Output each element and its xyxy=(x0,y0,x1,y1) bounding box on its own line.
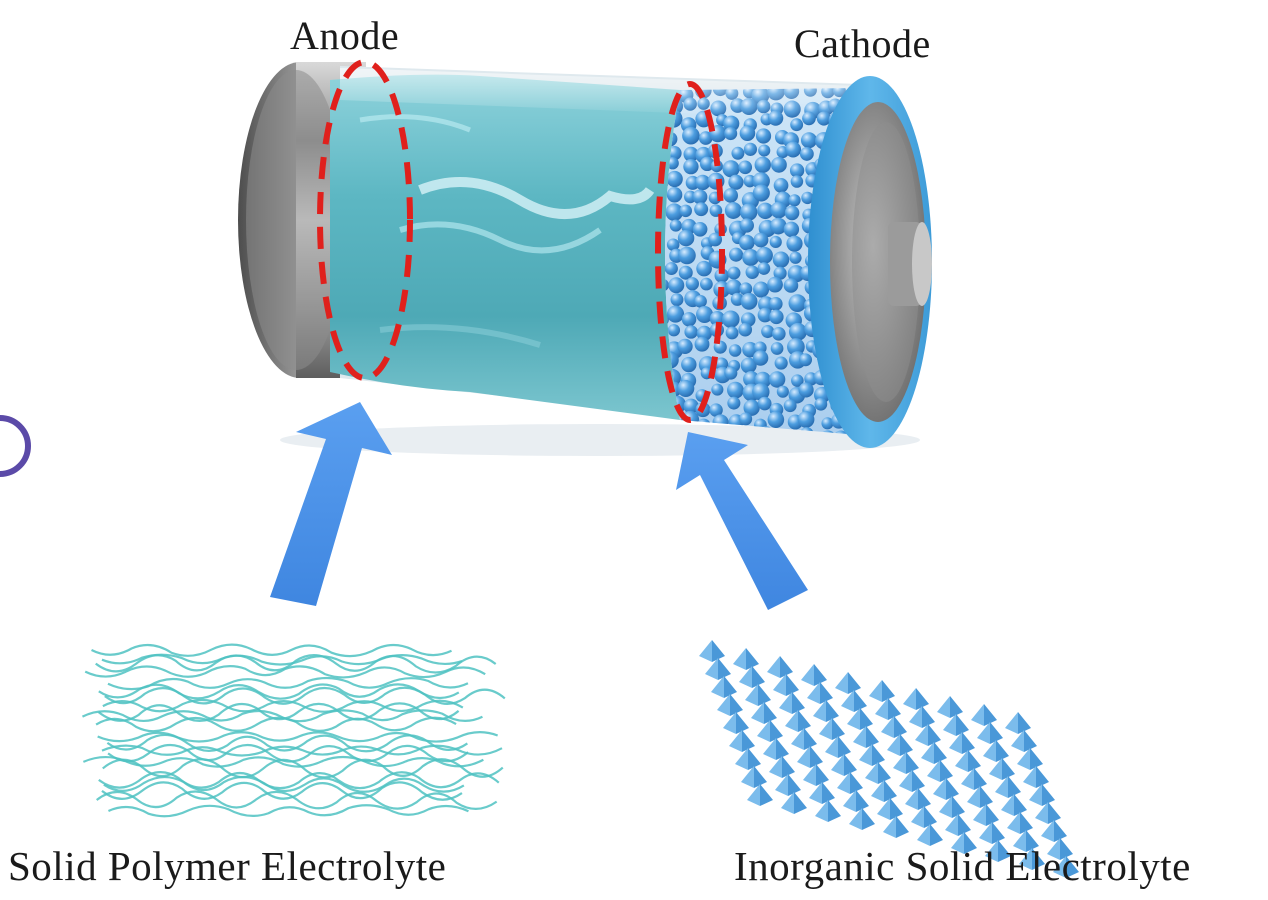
inorganic-electrolyte-label: Inorganic Solid Electrolyte xyxy=(734,843,1191,889)
arrow-up-icon xyxy=(270,402,392,606)
cathode-interface-outline xyxy=(655,81,725,423)
arrow-up-icon xyxy=(676,432,808,610)
anode-interface-outline xyxy=(317,59,413,381)
cathode-label: Cathode xyxy=(794,21,931,66)
electrolyte-region xyxy=(330,74,680,421)
battery-cell-illustration xyxy=(238,59,932,456)
anode-label: Anode xyxy=(290,13,400,58)
crystal-lattice-icon xyxy=(699,640,1079,878)
polymer-electrolyte-label: Solid Polymer Electrolyte xyxy=(8,843,447,889)
cropped-marker xyxy=(0,415,31,477)
polymer-fiber-network-icon xyxy=(81,643,506,818)
